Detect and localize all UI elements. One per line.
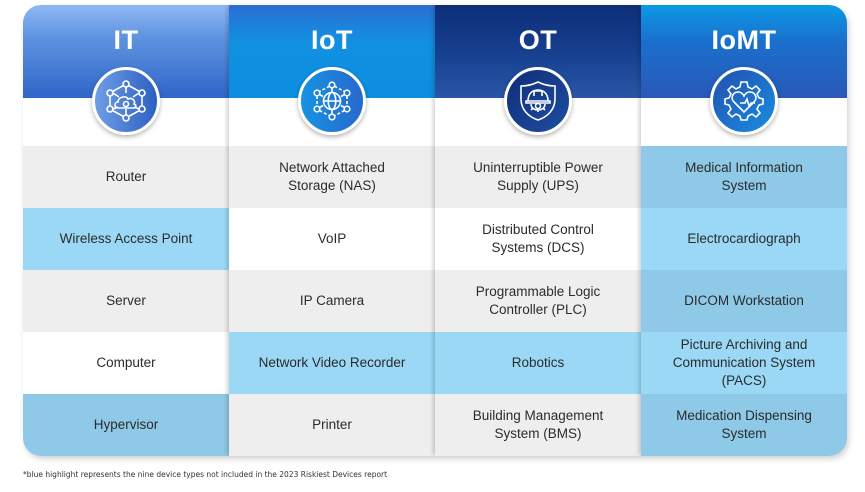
column-title-iot: IoT: [311, 25, 353, 55]
column-iomt: IoMT Medical Information System Electroc…: [641, 5, 847, 456]
cell-iot-3: IP Camera: [229, 270, 435, 332]
cell-it-1: Router: [23, 146, 229, 208]
column-header-iomt: IoMT: [641, 5, 847, 135]
footnote: *blue highlight represents the nine devi…: [23, 470, 388, 479]
column-ot: OT Uninterruptible Power Supply (UPS) Di…: [435, 5, 641, 456]
column-title-ot: OT: [518, 25, 558, 55]
cell-it-2: Wireless Access Point: [23, 208, 229, 270]
cell-ot-2: Distributed Control Systems (DCS): [435, 208, 641, 270]
cell-it-3: Server: [23, 270, 229, 332]
cell-iomt-1: Medical Information System: [641, 146, 847, 208]
device-types-table: IT Router Wireless Access Point Server C…: [23, 5, 847, 456]
cell-ot-3: Programmable Logic Controller (PLC): [435, 270, 641, 332]
column-header-ot: OT: [435, 5, 641, 135]
cell-iot-1: Network Attached Storage (NAS): [229, 146, 435, 208]
column-it: IT Router Wireless Access Point Server C…: [23, 5, 229, 456]
cell-iot-4: Network Video Recorder: [229, 332, 435, 394]
cell-iomt-5: Medication Dispensing System: [641, 394, 847, 456]
shield-hardhat-gear-icon: [504, 67, 572, 135]
cell-iot-2: VoIP: [229, 208, 435, 270]
cell-ot-1: Uninterruptible Power Supply (UPS): [435, 146, 641, 208]
cell-iot-5: Printer: [229, 394, 435, 456]
column-title-it: IT: [113, 25, 139, 55]
globe-network-icon: [298, 67, 366, 135]
column-iot: IoT Network Attached Storage (NAS) VoIP …: [229, 5, 435, 456]
network-cloud-icon: [92, 67, 160, 135]
cell-ot-4: Robotics: [435, 332, 641, 394]
column-header-iot: IoT: [229, 5, 435, 135]
cell-iomt-4: Picture Archiving and Communication Syst…: [641, 332, 847, 394]
cell-it-5: Hypervisor: [23, 394, 229, 456]
gear-heart-icon: [710, 67, 778, 135]
cell-iomt-2: Electrocardiograph: [641, 208, 847, 270]
cell-it-4: Computer: [23, 332, 229, 394]
column-header-it: IT: [23, 5, 229, 135]
cell-iomt-3: DICOM Workstation: [641, 270, 847, 332]
column-title-iomt: IoMT: [711, 25, 777, 55]
cell-ot-5: Building Management System (BMS): [435, 394, 641, 456]
